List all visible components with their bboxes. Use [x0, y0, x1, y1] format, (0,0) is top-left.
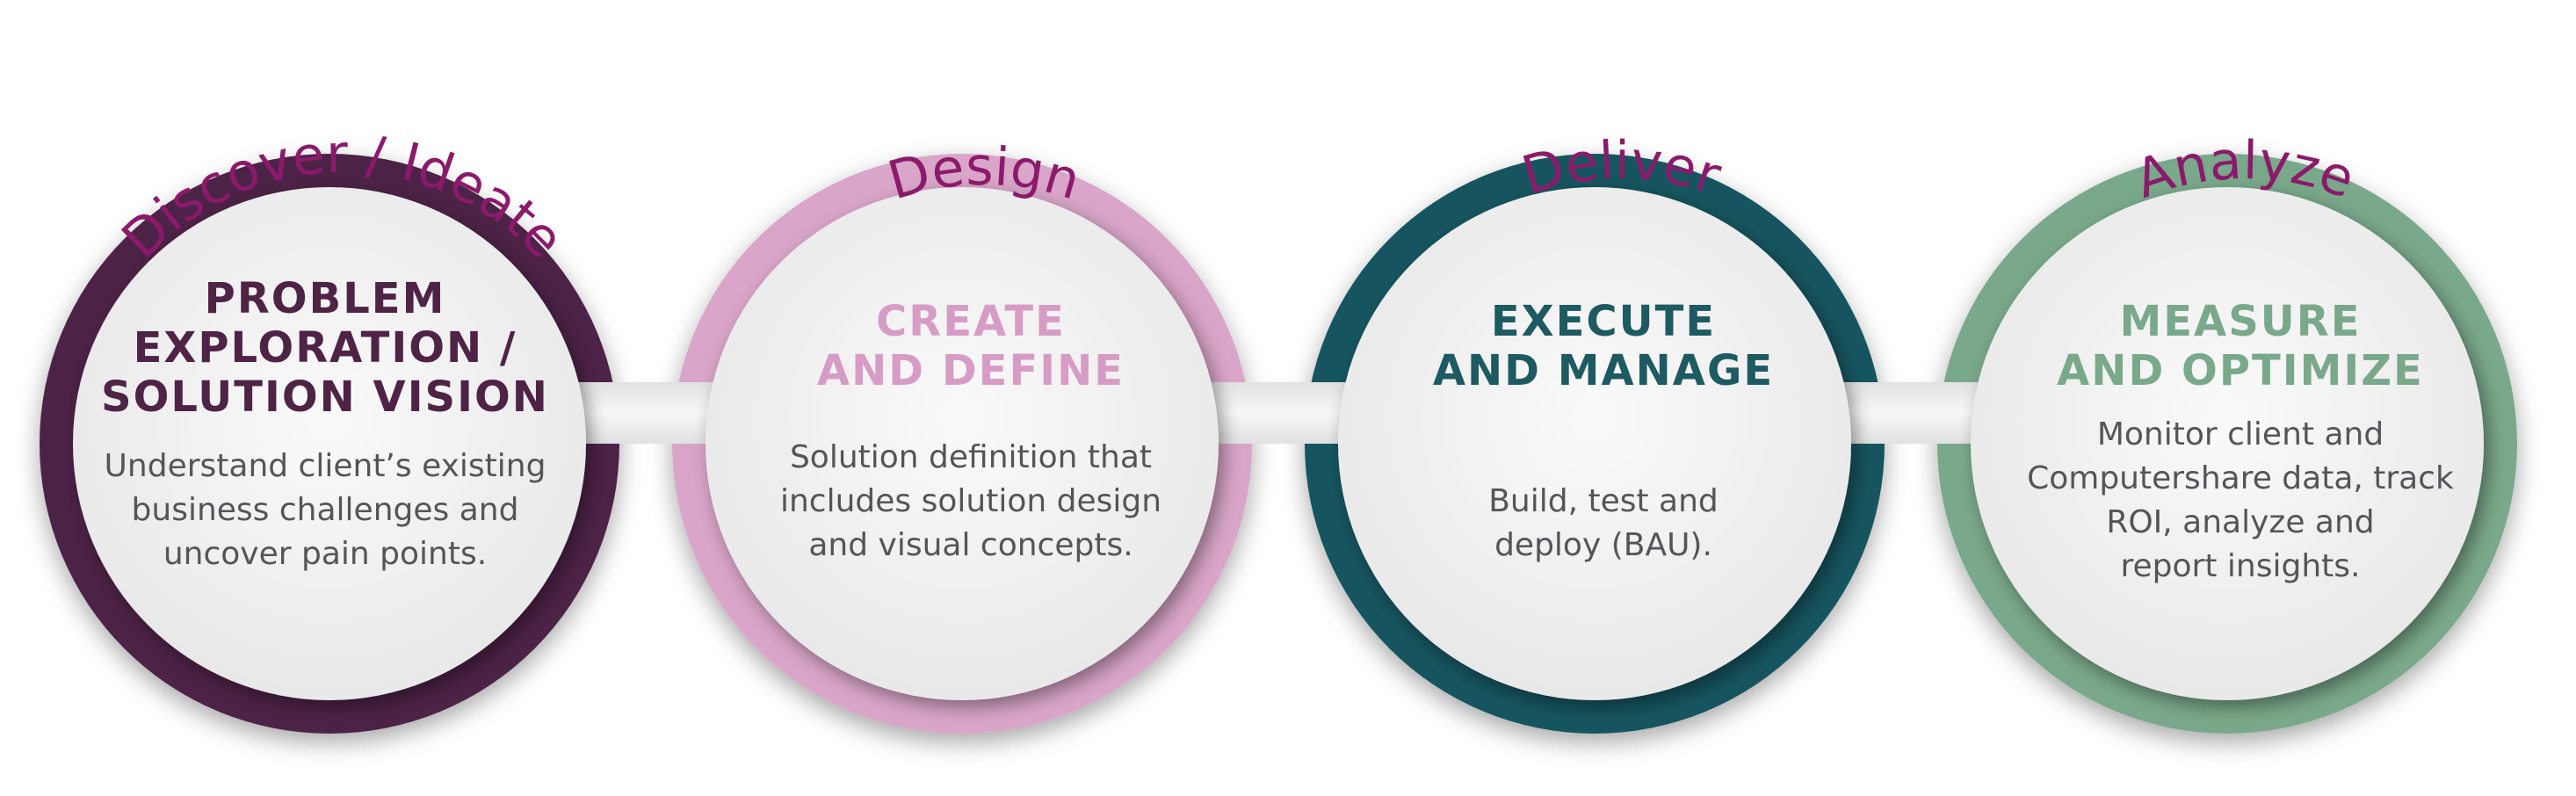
disc-design — [706, 187, 1219, 700]
phase-design: CREATE AND DEFINE Solution definition th… — [734, 297, 1208, 568]
phase-description: Understand client’s existing business ch… — [104, 448, 546, 572]
phase-analyze: MEASURE AND OPTIMIZE Monitor client and … — [1994, 297, 2486, 589]
phase-description: Monitor client and Computershare data, t… — [2027, 416, 2454, 584]
phase-deliver: EXECUTE AND MANAGE Build, test and deplo… — [1366, 297, 1841, 568]
phase-description: Build, test and deploy (BAU). — [1488, 483, 1719, 563]
phase-heading: PROBLEM EXPLORATION / SOLUTION VISION — [101, 274, 549, 422]
phase-discover: PROBLEM EXPLORATION / SOLUTION VISION Un… — [79, 274, 571, 576]
phase-heading: EXECUTE AND MANAGE — [1432, 297, 1775, 395]
phase-heading: MEASURE AND OPTIMIZE — [2057, 297, 2424, 395]
disc-deliver — [1338, 187, 1851, 700]
disc-analyze — [1971, 187, 2484, 700]
phase-heading: CREATE AND DEFINE — [816, 297, 1125, 395]
disc-discover — [73, 187, 586, 700]
phase-description: Solution definition that includes soluti… — [779, 439, 1162, 563]
